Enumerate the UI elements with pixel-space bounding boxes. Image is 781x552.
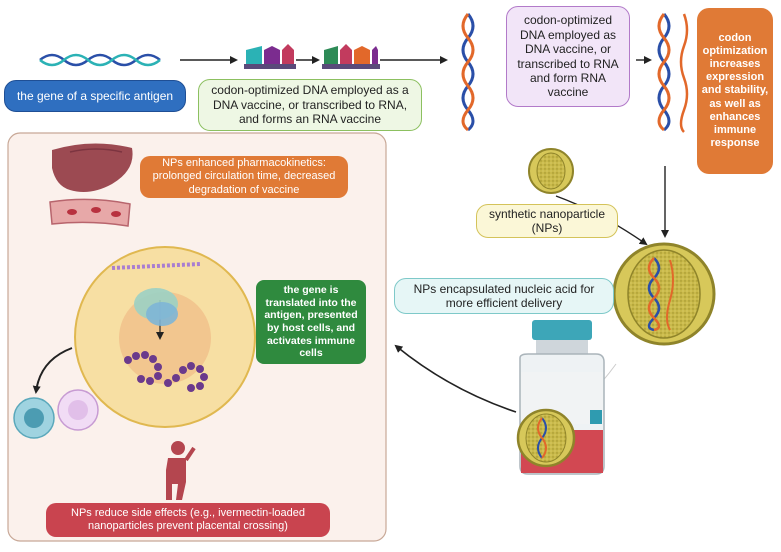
blood-vessel-icon xyxy=(49,198,131,227)
synthetic-nanoparticle-label: synthetic nanoparticle (NPs) xyxy=(476,204,618,238)
codon-blocks-icon xyxy=(244,44,296,69)
nanoparticle-icon xyxy=(516,408,576,468)
codon-blocks-icon xyxy=(322,44,380,69)
arrow-icon xyxy=(32,347,73,394)
mrna-strand-icon xyxy=(679,13,689,133)
gene-label: the gene of a specific antigen xyxy=(4,80,186,112)
np-pharmacokinetics-label: NPs enhanced pharmacokinetics: prolonged… xyxy=(140,156,348,198)
immune-cell-icon xyxy=(57,389,99,431)
nanoparticle-icon xyxy=(612,242,716,346)
codon-optimization-label: codon optimization increases expression … xyxy=(697,8,773,174)
antigen-translation-label: the gene is translated into the antigen,… xyxy=(256,280,366,364)
cell-icon xyxy=(74,246,256,428)
immune-cell-icon xyxy=(13,397,55,439)
protein-chain-icon xyxy=(124,351,208,392)
side-effects-label: NPs reduce side effects (e.g., ivermecti… xyxy=(46,503,330,537)
dna-double-helix-icon xyxy=(39,53,161,67)
codon-dna-vaccine-label: codon-optimized DNA employed as DNA vacc… xyxy=(506,6,630,107)
liver-icon xyxy=(52,143,133,192)
np-encapsulation-label: NPs encapsulated nucleic acid for more e… xyxy=(394,278,614,314)
nanoparticle-icon xyxy=(528,148,574,194)
coughing-person-icon xyxy=(166,441,196,500)
arrow-icon xyxy=(394,344,517,413)
dna-double-helix-icon xyxy=(657,13,671,132)
ribosome-icon xyxy=(134,288,178,326)
codon-dna-label: codon-optimized DNA employed as a DNA va… xyxy=(198,79,422,131)
dna-double-helix-icon xyxy=(461,13,475,132)
